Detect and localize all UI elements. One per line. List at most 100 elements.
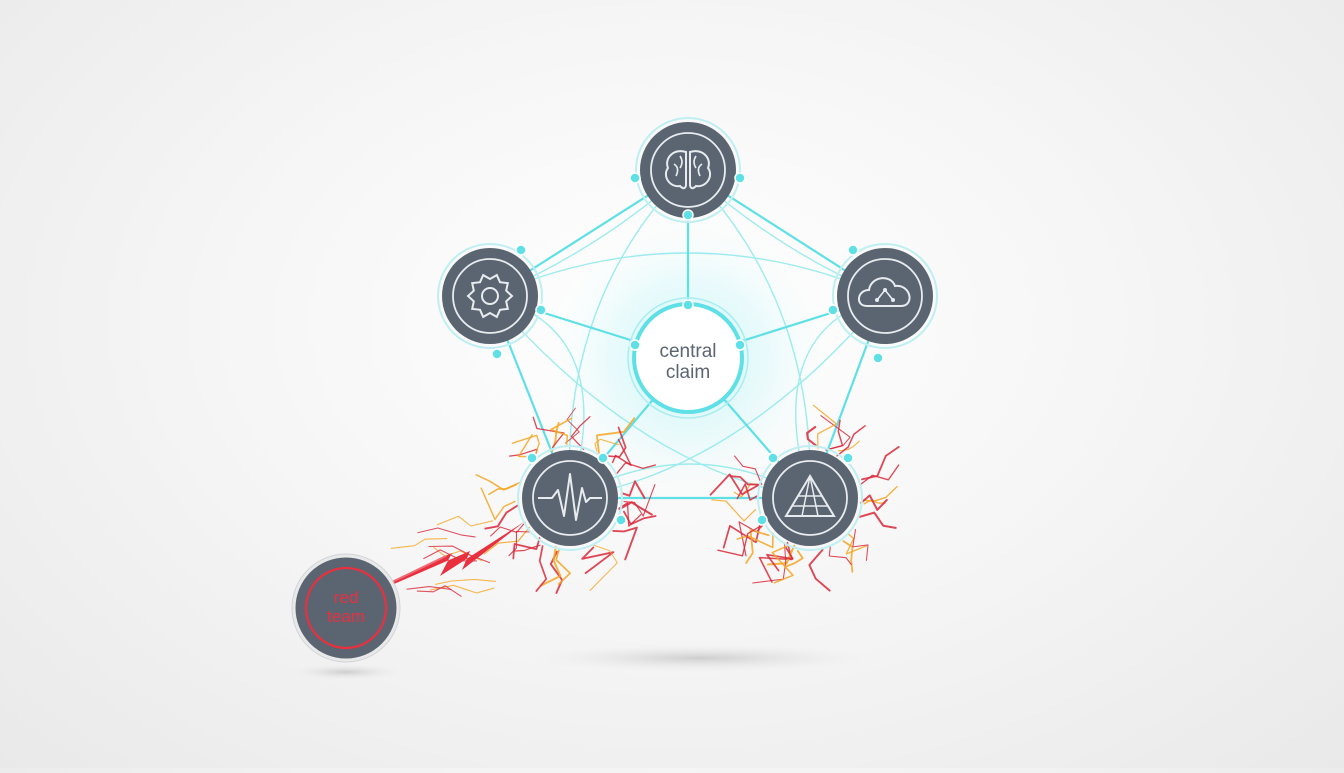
node-disc: [442, 248, 538, 344]
ground-shadow: [530, 644, 870, 672]
spark-line: [508, 530, 531, 557]
node-inner-ring: [847, 258, 923, 334]
spark-line: [611, 438, 632, 466]
spark-line: [861, 445, 900, 481]
spark-line: [852, 528, 869, 562]
connector-dot: [682, 299, 694, 311]
node-inner-ring: [532, 460, 608, 536]
connector-dot: [842, 452, 854, 464]
connector-dot: [615, 514, 627, 526]
red-team-label-line1: red: [334, 588, 359, 607]
node-halo: [635, 117, 741, 223]
node-disc: [640, 122, 736, 218]
spark-line: [736, 532, 774, 549]
gear-icon: [466, 273, 514, 319]
node-right[interactable]: [832, 243, 938, 349]
connector-dot: [767, 452, 779, 464]
spark-line: [512, 537, 541, 560]
waveform-icon: [538, 473, 602, 521]
spark-line: [784, 550, 804, 568]
spark-line: [861, 485, 898, 502]
connector-dot: [827, 304, 839, 316]
node-left[interactable]: [437, 243, 543, 349]
node-halo: [437, 243, 543, 349]
connector-dot: [629, 339, 641, 351]
spark-line: [535, 545, 548, 592]
spark-line: [488, 484, 517, 496]
node-inner-ring: [650, 132, 726, 208]
red-team-node[interactable]: red team: [291, 553, 401, 663]
spark-line: [594, 438, 620, 452]
outer-nodes: [437, 117, 938, 551]
connector-dot: [872, 352, 884, 364]
attack-lightning-bolt: [380, 522, 524, 590]
spark-line: [406, 586, 452, 591]
spark-line: [417, 527, 476, 538]
spark-line: [808, 548, 831, 592]
spark-line: [766, 547, 794, 572]
spark-line: [858, 511, 897, 529]
connector-dot: [526, 452, 538, 464]
spark-line: [602, 426, 627, 458]
node-bottom-right[interactable]: [757, 445, 863, 551]
central-claim-node[interactable]: central claim: [627, 297, 749, 419]
spark-line: [555, 547, 571, 586]
node-top[interactable]: [635, 117, 741, 223]
node-inner-ring: [772, 460, 848, 536]
spark-line: [859, 464, 900, 486]
spark-line: [717, 524, 764, 557]
spark-line: [745, 529, 770, 564]
connector-dots: [491, 172, 884, 526]
node-halo: [832, 243, 938, 349]
spark-line: [581, 546, 615, 575]
spark-line: [616, 462, 656, 474]
spark-line: [511, 434, 540, 458]
connector-dot: [734, 339, 746, 351]
node-disc: [837, 248, 933, 344]
spark-line: [729, 475, 759, 486]
red-team-label-line2: team: [327, 607, 365, 626]
spark-line: [828, 545, 852, 566]
spark-line: [806, 425, 818, 447]
spark-line: [836, 425, 866, 457]
spark-line: [752, 542, 787, 584]
spark-line: [771, 545, 794, 584]
spark-line: [618, 502, 642, 527]
spark-line: [845, 533, 867, 555]
spark-line: [738, 521, 766, 557]
spark-line: [539, 546, 562, 587]
spark-line: [734, 455, 763, 486]
spark-line: [483, 526, 530, 555]
central-claim-label-line2: claim: [666, 362, 710, 383]
connector-dot: [682, 209, 694, 221]
spark-line: [435, 578, 496, 585]
spark-line: [416, 585, 462, 597]
spark-line: [812, 404, 838, 449]
spark-line: [436, 515, 494, 527]
spark-line: [736, 483, 758, 501]
connector-dot: [515, 244, 527, 256]
spark-line: [390, 538, 448, 549]
spark-line: [825, 419, 844, 451]
node-disc: [522, 450, 618, 546]
spark-line: [480, 487, 516, 521]
connector-dot: [756, 514, 768, 526]
spark-line: [620, 480, 646, 500]
spark-line: [428, 545, 491, 564]
connector-dot: [535, 304, 547, 316]
attacker-shadow: [291, 664, 401, 680]
connector-dot: [629, 172, 641, 184]
connector-dot: [847, 244, 859, 256]
spark-line: [623, 484, 656, 517]
node-halo: [517, 445, 623, 551]
cloud-network-icon: [858, 277, 911, 307]
spark-line: [596, 417, 636, 457]
spark-line: [758, 541, 793, 583]
node-bottom-left[interactable]: [517, 445, 623, 551]
spark-line: [550, 417, 573, 445]
spark-line: [565, 407, 580, 444]
spark-line: [429, 584, 495, 594]
connector-dot: [491, 348, 503, 360]
